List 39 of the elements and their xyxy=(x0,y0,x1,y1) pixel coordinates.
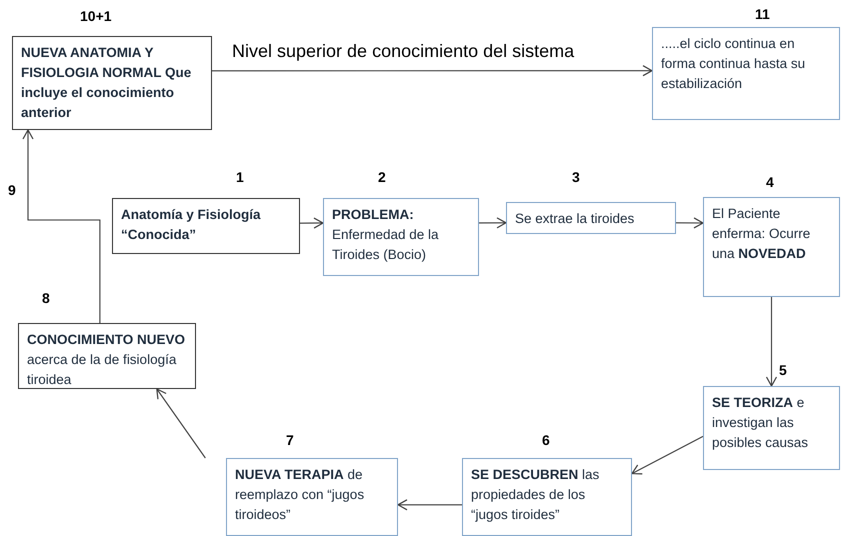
arrow xyxy=(676,217,704,229)
step-number: 4 xyxy=(766,173,774,192)
box-text: Anatomía y Fisiología “Conocida” xyxy=(121,206,262,244)
step-number: 8 xyxy=(42,289,50,308)
process-box xyxy=(12,36,212,130)
process-box xyxy=(703,197,840,297)
step-number: 2 xyxy=(378,168,386,187)
arrow xyxy=(397,499,462,510)
step-number: 11 xyxy=(755,5,770,24)
box-text: NUEVA TERAPIA de reemplazo con “jugos tiroideos” xyxy=(235,466,366,524)
step-number: 7 xyxy=(286,431,294,450)
arrow xyxy=(631,436,704,474)
box-text: NUEVA ANATOMIA Y FISIOLOGIA NORMAL Que incluye el conocimiento anterior xyxy=(21,44,192,122)
step-number: 10+1 xyxy=(80,7,112,26)
arrow xyxy=(300,217,324,229)
box-text: CONOCIMIENTO NUEVO acerca de la de fisiología tiroidea xyxy=(27,331,186,389)
arrow xyxy=(766,297,778,387)
process-box xyxy=(323,198,479,276)
process-box xyxy=(112,198,300,254)
arrow xyxy=(212,65,653,76)
arrow xyxy=(156,388,206,458)
step-number: 1 xyxy=(236,168,244,187)
process-box xyxy=(18,323,196,389)
box-text: El Paciente enferma: Ocurre una NOVEDAD xyxy=(712,205,812,263)
step-number: 3 xyxy=(572,168,580,187)
step-number: 6 xyxy=(542,431,550,450)
process-box xyxy=(652,27,840,120)
process-box xyxy=(703,386,840,470)
arrow xyxy=(479,217,507,228)
box-text: PROBLEMA: Enfermedad de la Tiroides (Bocio) xyxy=(332,206,440,264)
process-box xyxy=(226,458,398,536)
box-text: SE DESCUBREN las propiedades de los “jugos tiroides” xyxy=(471,466,600,524)
box-text: SE TEORIZA e investigan las posibles causas xyxy=(712,394,810,452)
step-number: 5 xyxy=(779,361,787,380)
process-box xyxy=(506,202,676,234)
process-box xyxy=(462,458,632,536)
box-text: Se extrae la tiroides xyxy=(515,210,636,228)
box-text: .....el ciclo continua en forma continua hasta su estabilización xyxy=(661,35,806,93)
arrow xyxy=(22,129,100,323)
